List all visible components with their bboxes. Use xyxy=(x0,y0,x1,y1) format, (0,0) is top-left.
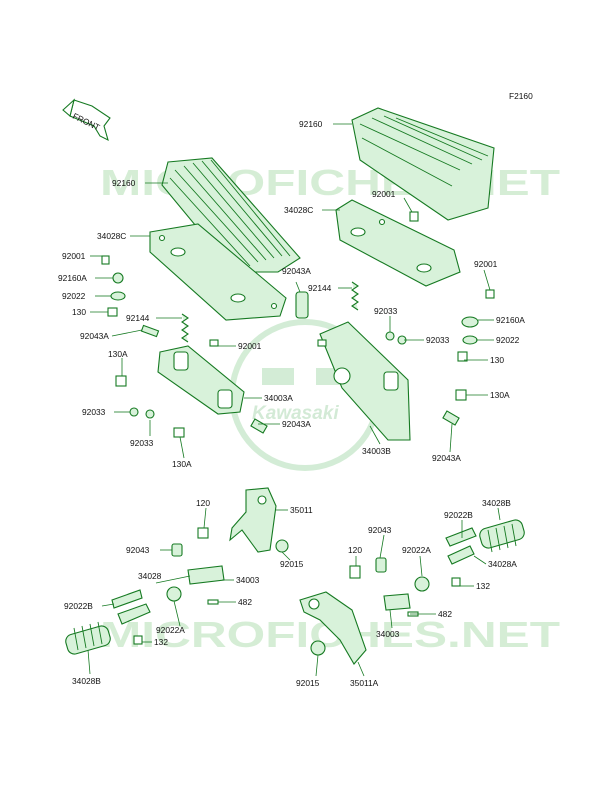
part-label: 92001 xyxy=(238,341,262,351)
part-label: 34028B xyxy=(72,676,101,686)
part-label: 34003B xyxy=(362,446,391,456)
part-label: 130A xyxy=(108,349,128,359)
right-floorboard-mat xyxy=(351,107,495,221)
part-label: 92043 xyxy=(126,545,150,555)
right-floorboard-bracket xyxy=(335,199,461,287)
part-label: 34028C xyxy=(284,205,313,215)
part-label: 92160A xyxy=(496,315,525,325)
part-label: 92001 xyxy=(474,259,498,269)
part-label: 92001 xyxy=(372,189,396,199)
part-label: 35011 xyxy=(290,505,313,515)
part-label: 120 xyxy=(348,545,362,555)
part-label: 92033 xyxy=(82,407,106,417)
part-label: 34028A xyxy=(488,559,517,569)
part-label: 92043A xyxy=(282,266,311,276)
part-label: 92001 xyxy=(62,251,86,261)
part-label: 132 xyxy=(476,581,490,591)
part-label: 482 xyxy=(238,597,252,607)
part-label: 34028B xyxy=(482,498,511,508)
part-label: 92015 xyxy=(280,559,304,569)
part-label: 92022B xyxy=(64,601,93,611)
left-floorboard-mat xyxy=(161,157,301,273)
left-floorboard-bracket xyxy=(149,223,287,321)
front-arrow-icon: FRONT xyxy=(62,98,111,142)
part-label: 130A xyxy=(490,390,510,400)
part-label: 92022A xyxy=(156,625,185,635)
part-label: 92043A xyxy=(80,331,109,341)
lower-left-assembly xyxy=(65,487,289,655)
part-label: 92022A xyxy=(402,545,431,555)
part-label: 92160A xyxy=(58,273,87,283)
part-label: 120 xyxy=(196,498,210,508)
part-label: 34003 xyxy=(376,629,400,639)
left-floorboard-stay xyxy=(157,345,245,415)
right-small-parts xyxy=(295,211,495,426)
part-label: 34003A xyxy=(264,393,293,403)
part-label: 34028C xyxy=(97,231,126,241)
leader-lines xyxy=(87,123,501,677)
part-label: 92015 xyxy=(296,678,320,688)
part-label: 130A xyxy=(172,459,192,469)
part-label: 92160 xyxy=(299,119,323,129)
part-label: 92033 xyxy=(374,306,398,316)
part-label: 92022 xyxy=(62,291,86,301)
part-label: 92043 xyxy=(368,525,392,535)
part-label: 130 xyxy=(72,307,86,317)
part-label: 92144 xyxy=(308,283,332,293)
part-label: 92144 xyxy=(126,313,150,323)
part-label: 34028 xyxy=(138,571,162,581)
part-label: 92160 xyxy=(112,178,136,188)
part-label: 92033 xyxy=(130,438,154,448)
part-label: 35011A xyxy=(350,678,379,688)
right-floorboard-stay xyxy=(319,321,411,441)
part-label: 130 xyxy=(490,355,504,365)
part-labels: 92160 92160 34028C 34028C 92001 92001 92… xyxy=(58,119,525,688)
part-label: 92022B xyxy=(444,510,473,520)
part-label: 132 xyxy=(154,637,168,647)
part-label: 482 xyxy=(438,609,452,619)
part-label: 92043A xyxy=(432,453,461,463)
figure-code: F2160 xyxy=(509,91,533,101)
kawasaki-brand-text: Kawasaki xyxy=(252,403,339,424)
part-label: 34003 xyxy=(236,575,260,585)
part-label: 92043A xyxy=(282,419,311,429)
part-label: 92022 xyxy=(496,335,520,345)
part-label: 92033 xyxy=(426,335,450,345)
